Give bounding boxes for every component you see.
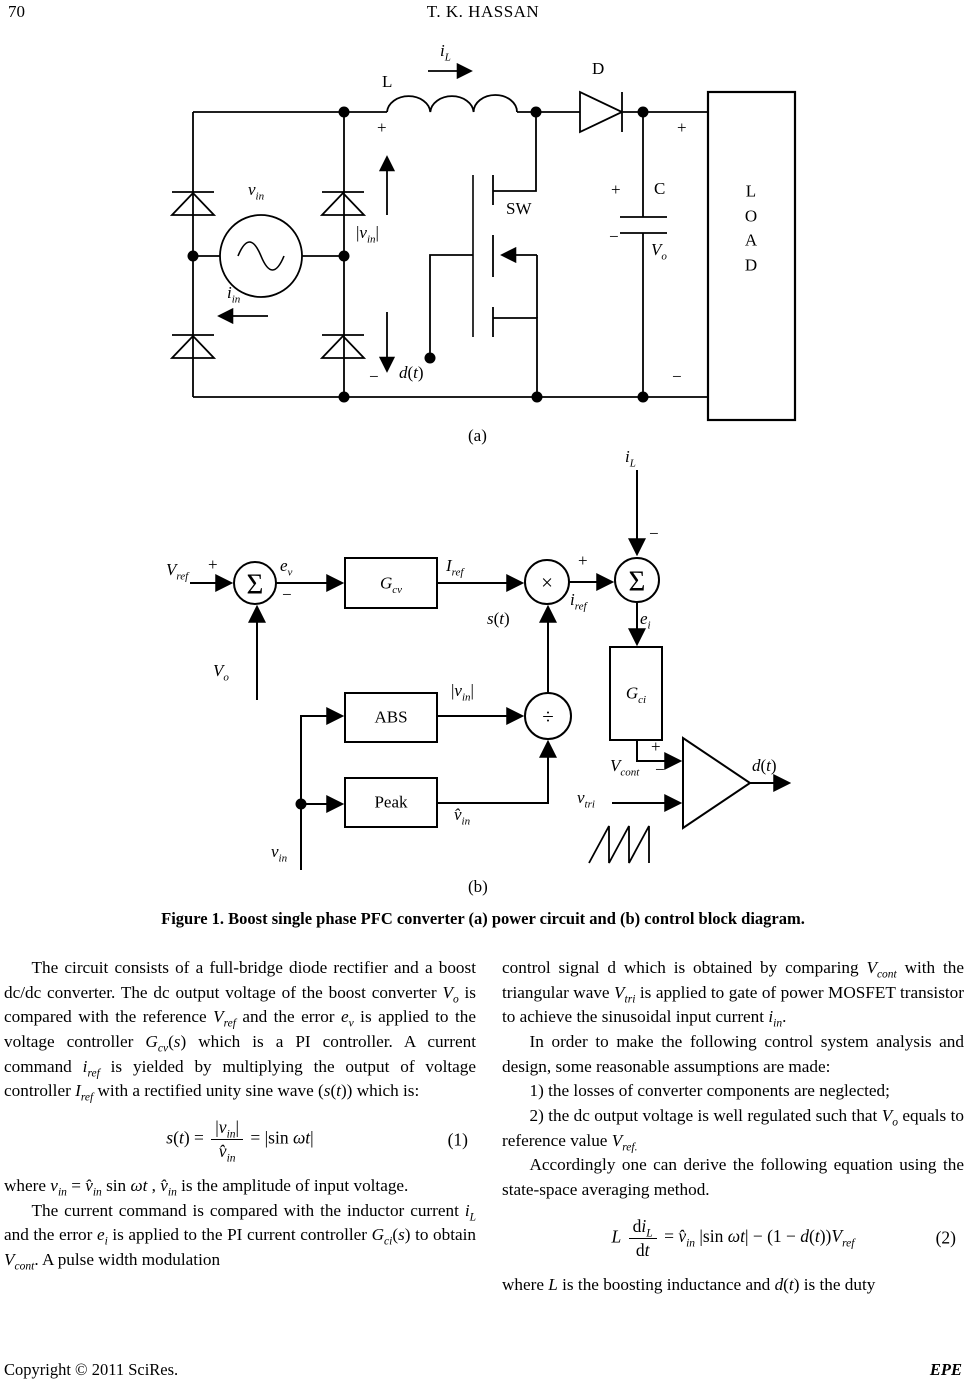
subfigure-a-tag: (a) xyxy=(468,426,487,445)
minus-sign-cap: − xyxy=(609,227,619,246)
eq1-denominator: v̂in xyxy=(218,1141,236,1165)
plus-sign-load: + xyxy=(677,118,687,137)
label-vo-feedback: Vo xyxy=(213,661,229,684)
sigma-symbol-current: Σ xyxy=(628,565,646,598)
label-duty-dt: d(t) xyxy=(399,363,424,382)
label-il-feedback: iL xyxy=(625,447,636,470)
label-peak-block: Peak xyxy=(374,792,408,812)
bridge-diode-bottom-right xyxy=(319,334,367,359)
label-iin: iin xyxy=(227,283,241,306)
label-diode-d: D xyxy=(592,59,605,78)
label-inductor-l: L xyxy=(382,72,393,91)
label-gci: Gci xyxy=(625,683,647,706)
multiply-symbol: × xyxy=(541,570,553,595)
eq1-number: (1) xyxy=(447,1128,468,1149)
eq1-lhs: s(t) = xyxy=(166,1127,209,1148)
junction-dots xyxy=(187,106,649,403)
label-gcv: Gcv xyxy=(379,573,403,596)
plus-sign-comparator: + xyxy=(651,737,661,756)
sigma-symbol-voltage: Σ xyxy=(246,568,264,601)
label-ev: ev xyxy=(280,556,293,579)
label-switch-sw: SW xyxy=(506,199,532,218)
label-abs-block: ABS xyxy=(374,707,408,727)
bridge-diode-top-right xyxy=(319,191,367,216)
label-duty-output: d(t) xyxy=(752,756,777,775)
paragraph: where L is the boosting inductance and d… xyxy=(502,1274,876,1294)
label-cap-c: C xyxy=(654,179,666,198)
vin-input-line xyxy=(300,707,345,870)
eq2-number: (2) xyxy=(935,1227,956,1248)
minus-sign-il: − xyxy=(649,524,659,543)
label-vo-output: Vo xyxy=(651,240,667,263)
bridge-diode-top-left xyxy=(169,191,217,216)
minus-sign-vin: − xyxy=(369,367,379,386)
eq2-lhs: L xyxy=(611,1226,622,1247)
paragraph: 1) the losses of converter components ar… xyxy=(529,1081,890,1101)
label-abs-vin-signal: |vin| xyxy=(451,681,474,704)
plus-sign-vin: + xyxy=(377,118,387,137)
diode-d xyxy=(579,90,625,134)
plus-sign-cap: + xyxy=(611,180,621,199)
eq2-rhs: = v̂in |sin ωt| − (1 − d(t))Vref xyxy=(659,1226,855,1250)
journal-abbreviation: EPE xyxy=(929,1360,962,1379)
eq1-rhs: = |sin ωt| xyxy=(246,1127,314,1148)
paragraph: The current command is compared with the… xyxy=(4,1200,476,1273)
eq1-fraction: |vin|v̂in xyxy=(211,1117,244,1165)
figure-caption: Figure 1. Boost single phase PFC convert… xyxy=(161,909,805,928)
subfigure-b-tag: (b) xyxy=(468,877,488,896)
label-st: s(t) xyxy=(487,609,510,628)
eq2-numerator: diL xyxy=(628,1216,657,1239)
comparator-triangle xyxy=(682,736,752,830)
equation-1: s(t) = |vin|v̂in = |sin ωt| (1) xyxy=(4,1117,476,1165)
figure-1-drawing xyxy=(169,62,797,870)
label-vtri: vtri xyxy=(577,788,595,811)
paragraph: In order to make the following control s… xyxy=(502,1032,964,1076)
control-block-diagram xyxy=(190,470,792,870)
load-box xyxy=(706,90,797,422)
label-vin-source: vin xyxy=(248,180,265,203)
paragraph: control signal d which is obtained by co… xyxy=(502,958,964,1030)
label-iref: iref xyxy=(570,590,587,613)
paragraph: The circuit consists of a full-bridge di… xyxy=(4,958,476,1104)
power-circuit xyxy=(169,62,797,422)
paragraph: 2) the dc output voltage is well regulat… xyxy=(502,1106,965,1154)
label-vcont: Vcont xyxy=(610,756,640,779)
page-number: 70 xyxy=(8,2,25,21)
label-vref: Vref xyxy=(166,560,189,583)
running-title: T. K. HASSAN xyxy=(426,2,540,21)
plus-sign-sum2: + xyxy=(578,551,588,570)
label-vin-input: vin xyxy=(271,842,288,865)
label-abs-vin: |vin| xyxy=(356,223,379,246)
paragraph: Accordingly one can derive the following… xyxy=(502,1155,964,1200)
label-vhat-in: v̂in xyxy=(454,805,471,828)
junction-dot xyxy=(295,798,307,810)
copyright-notice: Copyright © 2011 SciRes. xyxy=(4,1360,179,1379)
left-column: The circuit consists of a full-bridge di… xyxy=(4,956,476,1273)
sawtooth-wave xyxy=(588,825,650,864)
minus-sign-sum1: − xyxy=(282,585,292,604)
eq1-numerator: |vin| xyxy=(211,1117,244,1140)
inductor-coil xyxy=(386,94,518,113)
label-iref-cap: Iref xyxy=(446,556,464,579)
right-column: control signal d which is obtained by co… xyxy=(502,956,964,1297)
label-il: iL xyxy=(440,41,451,64)
paragraph: where vin = v̂in sin ωt , v̂in is the am… xyxy=(4,1176,409,1199)
capacitor-c xyxy=(620,112,667,397)
minus-sign-load: − xyxy=(672,367,682,386)
minus-sign-comparator: − xyxy=(655,760,665,779)
bridge-diode-bottom-left xyxy=(169,334,217,359)
label-ei: ei xyxy=(640,609,651,632)
mosfet-sw xyxy=(429,112,538,397)
divide-symbol: ÷ xyxy=(542,704,554,729)
label-load: L O A D xyxy=(744,181,758,275)
eq2-denominator: dt xyxy=(635,1239,650,1260)
plus-sign-sum1: + xyxy=(208,555,218,574)
abs-block xyxy=(344,692,438,743)
